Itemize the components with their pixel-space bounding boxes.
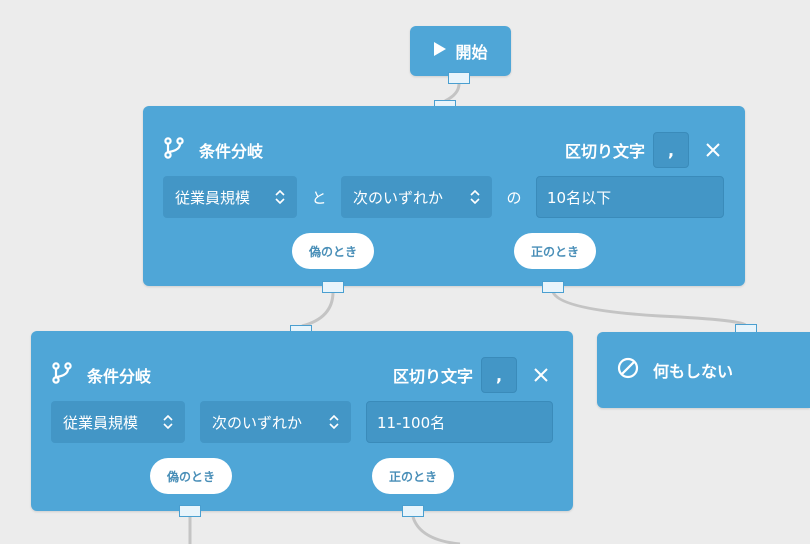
condition-2-field-value: 従業員規模: [63, 413, 139, 432]
condition-1-operator-select[interactable]: 次のいずれか: [341, 176, 492, 218]
condition-1-joiner-of: の: [506, 188, 522, 207]
prohibited-icon: [617, 357, 639, 383]
play-icon: [433, 41, 447, 61]
edge-condition-1-true-to-noop: [551, 291, 748, 327]
start-output-port[interactable]: [448, 72, 470, 84]
condition-1-operator-value: 次のいずれか: [353, 188, 444, 207]
edge-condition-1-false-to-condition-2: [301, 291, 335, 328]
close-icon[interactable]: [529, 363, 553, 387]
condition-1-rule-row: 従業員規模 と 次のいずれか の: [163, 176, 724, 218]
chevron-updown-icon: [329, 415, 339, 429]
condition-1-true-port[interactable]: [542, 281, 564, 293]
close-icon[interactable]: [701, 138, 725, 162]
condition-1-field-value: 従業員規模: [175, 188, 251, 207]
branch-icon: [163, 137, 185, 163]
edge-condition-2-true-out: [411, 516, 461, 544]
condition-node-1[interactable]: 条件分岐 区切り文字 , 従業員規模 と 次のいずれか の: [143, 106, 745, 286]
start-node[interactable]: 開始: [410, 26, 511, 76]
condition-1-field-select[interactable]: 従業員規模: [163, 176, 297, 218]
condition-2-separator-label: 区切り文字: [392, 367, 473, 386]
condition-1-joiner-to: と: [311, 188, 327, 207]
chevron-updown-icon: [163, 415, 173, 429]
condition-2-rule-row: 従業員規模 次のいずれか: [51, 401, 553, 443]
edge-start-to-condition-1: [444, 83, 461, 103]
noop-label: 何もしない: [653, 362, 734, 381]
chevron-updown-icon: [470, 190, 480, 204]
condition-1-separator-input[interactable]: ,: [653, 132, 689, 168]
condition-1-title: 条件分岐: [199, 142, 264, 161]
condition-2-operator-value: 次のいずれか: [212, 413, 303, 432]
noop-node[interactable]: 何もしない: [597, 332, 810, 408]
condition-1-separator-label: 区切り文字: [564, 142, 645, 161]
condition-2-false-label[interactable]: 偽のとき: [150, 458, 232, 494]
condition-2-operator-select[interactable]: 次のいずれか: [200, 401, 351, 443]
start-label: 開始: [455, 43, 488, 62]
condition-2-field-select[interactable]: 従業員規模: [51, 401, 185, 443]
condition-2-false-port[interactable]: [179, 505, 201, 517]
condition-1-value-input[interactable]: [536, 176, 724, 218]
condition-2-header: 条件分岐 区切り文字 ,: [51, 357, 553, 393]
condition-2-true-port[interactable]: [402, 505, 424, 517]
condition-node-2[interactable]: 条件分岐 区切り文字 , 従業員規模 次のいずれか: [31, 331, 573, 511]
condition-1-header: 条件分岐 区切り文字 ,: [163, 132, 725, 168]
condition-2-title: 条件分岐: [87, 367, 152, 386]
chevron-updown-icon: [275, 190, 285, 204]
condition-2-true-label[interactable]: 正のとき: [372, 458, 454, 494]
condition-1-true-label[interactable]: 正のとき: [514, 233, 596, 269]
condition-2-value-input[interactable]: [366, 401, 553, 443]
condition-2-separator-input[interactable]: ,: [481, 357, 517, 393]
condition-1-false-label[interactable]: 偽のとき: [292, 233, 374, 269]
condition-1-false-port[interactable]: [322, 281, 344, 293]
branch-icon: [51, 362, 73, 388]
